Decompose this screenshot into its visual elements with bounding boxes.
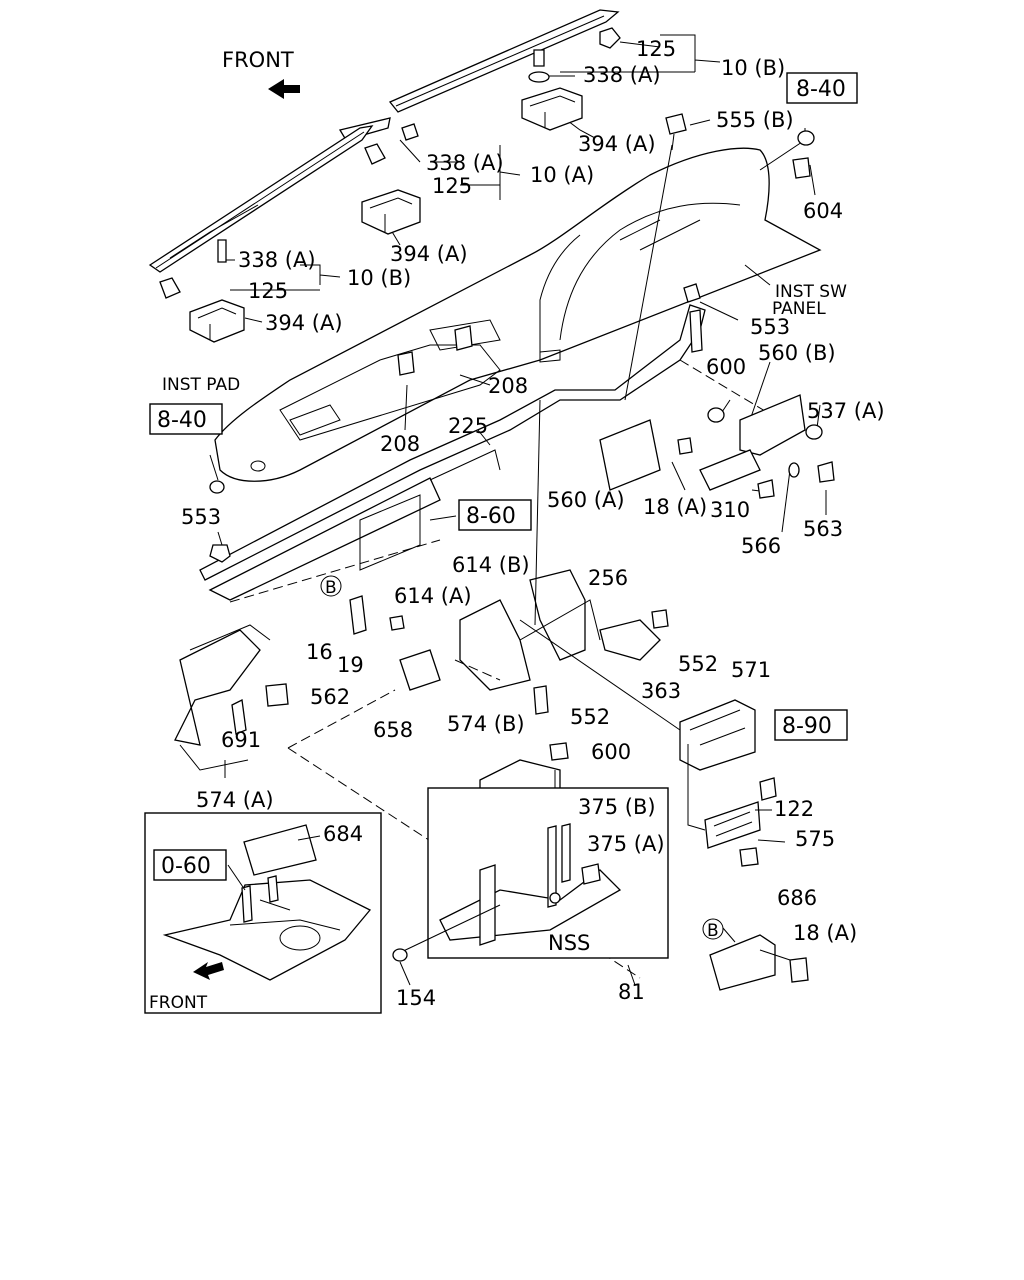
nss-box: NSS — [394, 787, 669, 959]
callout-16: 16 — [306, 640, 333, 664]
front-arrow-inset-icon — [193, 962, 224, 980]
callout-684: 684 — [323, 822, 363, 846]
callout-560a: 560 (A) — [547, 488, 625, 512]
inst-sw-label: INST SW — [775, 282, 847, 302]
callout-10a: 10 (A) — [530, 163, 594, 187]
ref-box-8-40-left — [149, 403, 223, 435]
callout-256: 256 — [588, 566, 628, 590]
ref-box-8-40-top — [786, 72, 858, 104]
marker-b-left: B — [325, 578, 337, 598]
ref-8-40-left: 8-40 — [157, 408, 207, 433]
inst-pad-label: INST PAD — [162, 375, 240, 395]
callout-575: 575 — [795, 827, 835, 851]
callout-338a-top: 338 (A) — [583, 63, 661, 87]
callout-552-a: 552 — [678, 652, 718, 676]
callout-614a: 614 (A) — [394, 584, 472, 608]
callout-208-a: 208 — [488, 374, 528, 398]
callout-10b-left: 10 (B) — [347, 266, 411, 290]
leader-lines — [209, 34, 827, 546]
callout-566: 566 — [741, 534, 781, 558]
callout-394a-top: 394 (A) — [578, 132, 656, 156]
reference-boxes: 8-40 8-40 8-60 8-90 0-60 — [149, 72, 858, 881]
callout-537a: 537 (A) — [807, 399, 885, 423]
marker-b-right: B — [707, 921, 719, 941]
callout-208-b: 208 — [380, 432, 420, 456]
panel-label: PANEL — [772, 299, 826, 319]
callout-394a-mid: 394 (A) — [390, 242, 468, 266]
front-label-inset: FRONT — [149, 993, 208, 1013]
callouts: 125 338 (A) 10 (B) 394 (A) 555 (B) 338 (… — [181, 37, 885, 1010]
ref-8-40-top: 8-40 — [796, 77, 846, 102]
callout-560b: 560 (B) — [758, 341, 836, 365]
instrument-pad — [209, 147, 822, 494]
callout-691: 691 — [221, 728, 261, 752]
ref-box-8-60 — [458, 499, 532, 531]
callout-18a-top: 18 (A) — [643, 495, 707, 519]
b-markers: B B — [320, 575, 724, 941]
callout-154: 154 — [396, 986, 436, 1010]
callout-574a: 574 (A) — [196, 788, 274, 812]
callout-338a-mid: 338 (A) — [426, 151, 504, 175]
cross-bar — [199, 304, 781, 603]
right-brackets — [599, 283, 835, 499]
callout-686: 686 — [777, 886, 817, 910]
callout-81: 81 — [618, 980, 645, 1004]
callout-18a-bottom: 18 (A) — [793, 921, 857, 945]
callout-555b: 555 (B) — [716, 108, 794, 132]
front-label-top: FRONT — [222, 48, 294, 72]
callout-375a: 375 (A) — [587, 832, 665, 856]
callout-394a-left: 394 (A) — [265, 311, 343, 335]
top-hardware — [159, 27, 815, 376]
center-bracket — [399, 569, 681, 830]
callout-600-top: 600 — [706, 355, 746, 379]
callout-310: 310 — [710, 498, 750, 522]
inset-box: FRONT — [144, 812, 382, 1014]
callout-658: 658 — [373, 718, 413, 742]
front-arrow-icon — [268, 79, 300, 99]
callout-125-top: 125 — [636, 37, 676, 61]
callout-375b: 375 (B) — [578, 795, 656, 819]
left-lower-hardware — [174, 544, 405, 778]
callout-562: 562 — [310, 685, 350, 709]
callout-600-mid: 600 — [591, 740, 631, 764]
callout-553-left: 553 — [181, 505, 221, 529]
callout-19: 19 — [337, 653, 364, 677]
callout-571: 571 — [731, 658, 771, 682]
callout-125-left: 125 — [248, 279, 288, 303]
nss-label: NSS — [548, 931, 590, 955]
callout-574b: 574 (B) — [447, 712, 525, 736]
front-direction-top: FRONT — [222, 48, 300, 99]
callout-10b-top: 10 (B) — [721, 56, 785, 80]
callout-338a-left: 338 (A) — [238, 248, 316, 272]
callout-604: 604 — [803, 199, 843, 223]
area-labels: INST PAD INST SW PANEL — [162, 282, 847, 395]
misc-fasteners — [392, 399, 636, 986]
upper-rails — [148, 9, 620, 273]
callout-553-top: 553 — [750, 315, 790, 339]
callout-552-b: 552 — [570, 705, 610, 729]
ref-8-90: 8-90 — [782, 714, 832, 739]
ref-box-8-90 — [774, 709, 848, 741]
ref-box-0-60 — [153, 849, 227, 881]
callout-122: 122 — [774, 797, 814, 821]
callout-563: 563 — [803, 517, 843, 541]
callout-125-mid: 125 — [432, 174, 472, 198]
ref-0-60: 0-60 — [161, 854, 211, 879]
callout-363: 363 — [641, 679, 681, 703]
callout-225: 225 — [448, 414, 488, 438]
right-lower-hardware — [679, 699, 809, 991]
ref-8-60: 8-60 — [466, 504, 516, 529]
callout-614b: 614 (B) — [452, 553, 530, 577]
